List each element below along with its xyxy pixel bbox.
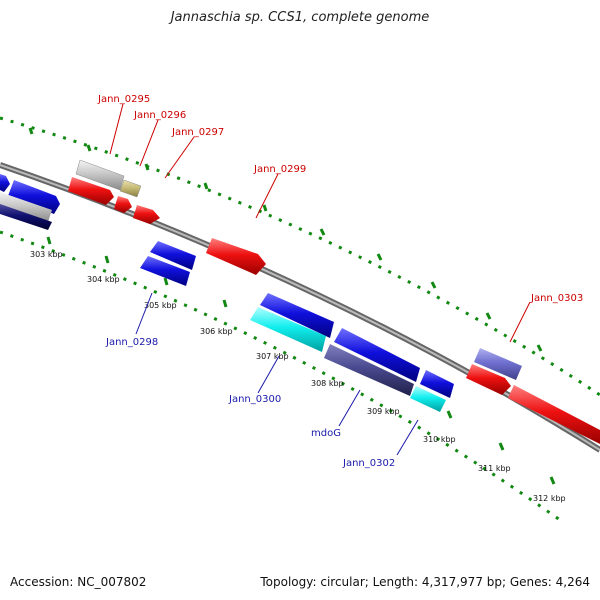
gene-label: Jann_0298 [105, 337, 158, 348]
gene-mdog [324, 344, 414, 396]
top-leader-lines [109, 103, 531, 343]
gene-label: Jann_0303 [530, 293, 583, 304]
map-title: Jannaschia sp. CCS1, complete genome [170, 10, 430, 25]
gene-jann-0295 [75, 159, 125, 191]
gene-jann-0303-purple [474, 348, 522, 380]
gene-label: Jann_0297 [171, 127, 224, 138]
gene-jann-0298 [140, 256, 190, 286]
gene-label: Jann_0300 [228, 394, 281, 405]
gene-blue-a [150, 241, 196, 270]
kbp-label: 303 kbp [30, 250, 63, 259]
gene-label: mdoG [311, 428, 341, 439]
kbp-label: 309 kbp [367, 407, 400, 416]
outer-major-ticks [28, 127, 543, 352]
gene-jann-0300 [250, 307, 326, 352]
accession-text: Accession: NC_007802 [10, 575, 147, 589]
kbp-label: 311 kbp [478, 464, 511, 473]
bottom-leader-lines [135, 292, 419, 456]
gene-jann-0297 [133, 205, 160, 224]
gene-blue-left-2 [8, 180, 60, 214]
gene-red-4 [508, 385, 600, 444]
kbp-label: 312 kbp [533, 494, 566, 503]
forward-strand-genes [0, 159, 600, 444]
gene-label: Jann_0299 [253, 164, 306, 175]
kbp-label: 305 kbp [144, 301, 177, 310]
gene-red-1 [68, 177, 114, 205]
inner-tick-ring [0, 230, 561, 522]
gene-gray-left [0, 192, 52, 222]
kbp-label: 308 kbp [311, 379, 344, 388]
gene-red-2 [114, 196, 132, 213]
gene-blue-d [420, 370, 454, 398]
top-gene-labels: Jann_0295 Jann_0296 Jann_0297 Jann_0299 … [97, 94, 583, 304]
gene-jann-0296 [119, 179, 142, 198]
kbp-label: 304 kbp [87, 275, 120, 284]
gene-blue-c [334, 328, 420, 382]
kbp-label: 306 kbp [200, 327, 233, 336]
gene-navy-left [0, 204, 52, 230]
gene-jann-0299 [206, 238, 266, 275]
gene-label: Jann_0302 [342, 458, 395, 469]
kbp-label: 310 kbp [423, 435, 456, 444]
kbp-label: 307 kbp [256, 352, 289, 361]
gene-red-3 [466, 364, 511, 395]
topology-text: Topology: circular; Length: 4,317,977 bp… [260, 575, 590, 589]
gene-jann-0302 [410, 386, 446, 412]
gene-blue-left-1 [0, 174, 10, 192]
kbp-labels: 303 kbp 304 kbp 305 kbp 306 kbp 307 kbp … [30, 250, 566, 503]
gene-label: Jann_0295 [97, 94, 150, 105]
reverse-strand-genes [0, 192, 454, 412]
gene-label: Jann_0296 [133, 110, 186, 121]
outer-tick-ring [0, 116, 600, 397]
gene-blue-b [260, 293, 334, 338]
bottom-gene-labels: Jann_0298 Jann_0300 mdoG Jann_0302 [105, 337, 395, 469]
